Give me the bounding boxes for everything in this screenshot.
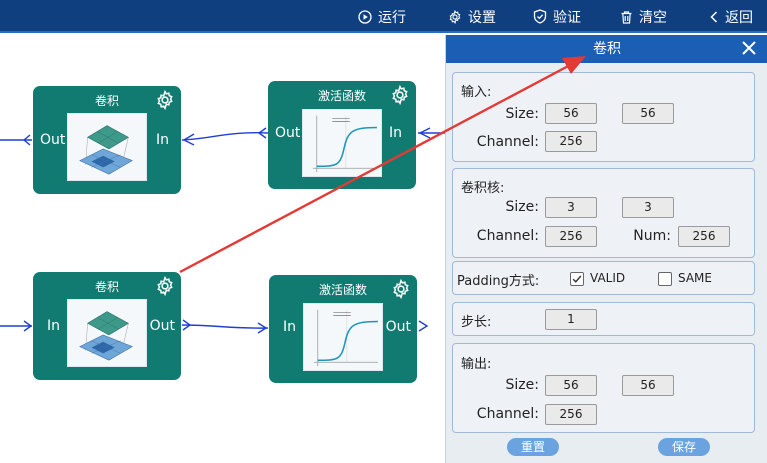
verify-label: 验证 [553,9,581,26]
panel-title: 卷积 [593,41,621,57]
kernel-size-height-field[interactable]: 3 [622,197,674,218]
link-arrow [23,320,33,332]
formula-glyph [332,118,350,122]
link-arrow [418,320,429,332]
close-icon[interactable] [740,39,758,57]
stride-field[interactable]: 1 [545,309,597,330]
link-line [181,131,269,141]
trash-icon [621,10,632,24]
input-group: 输入: Size: 56 56 Channel: 256 [452,72,755,162]
sigmoid-illustration [302,109,382,177]
size-label: Size: [505,377,539,393]
conv-node-top[interactable]: 卷积 Out In [33,86,181,194]
shield-check-icon [533,9,547,24]
clear-button[interactable]: 清空 [620,0,667,33]
port-in[interactable]: In [283,319,297,335]
checkmark-icon [572,275,582,283]
conv-node-bottom[interactable]: 卷积 In Out [33,272,181,380]
input-size-height-field[interactable]: 56 [622,103,674,124]
size-label: Size: [505,199,539,215]
kernel-group-label: 卷积核: [461,181,505,196]
link-arrow [182,319,192,331]
output-size-height-field[interactable]: 56 [622,375,674,396]
kernel-size-width-field[interactable]: 3 [545,197,597,218]
gear-icon [449,9,461,24]
verify-button[interactable]: 验证 [533,0,581,33]
save-button[interactable]: 保存 [658,438,710,456]
panel-header: 卷积 [446,35,767,63]
port-in[interactable]: In [47,318,61,334]
clear-label: 清空 [639,9,667,26]
num-label: Num: [633,228,671,244]
settings-button[interactable]: 设置 [448,0,496,33]
gear-icon[interactable] [155,90,175,110]
run-label: 运行 [378,9,406,26]
port-out[interactable]: Out [385,319,411,335]
output-size-width-field[interactable]: 56 [545,375,597,396]
stride-group: 步长: 1 [452,302,755,336]
kernel-num-field[interactable]: 256 [678,226,730,247]
input-group-label: 输入: [461,85,492,100]
graph-canvas[interactable]: 卷积 Out In 激活函数 Out In 卷积 [0,35,445,463]
valid-checkbox[interactable] [570,272,584,286]
top-toolbar: 运行 设置 验证 清空 返回 [0,0,767,33]
activation-node-bottom[interactable]: 激活函数 In Out [269,275,417,383]
play-icon [358,9,372,24]
gear-icon[interactable] [391,279,411,299]
size-label: Size: [505,106,539,122]
channel-label: Channel: [476,228,539,244]
sigmoid-illustration [303,303,383,371]
back-label: 返回 [725,9,753,26]
port-in[interactable]: In [388,125,402,141]
valid-label: VALID [590,271,626,285]
convolution-illustration [67,113,147,181]
chevron-left-icon [710,10,718,23]
channel-label: Channel: [476,134,539,150]
padding-group: Padding方式: VALID SAME [452,261,755,295]
activation-node-top[interactable]: 激活函数 Out In [268,81,416,189]
gear-icon[interactable] [155,276,175,296]
run-button[interactable]: 运行 [358,0,406,33]
channel-label: Channel: [476,406,539,422]
gear-icon[interactable] [390,85,410,105]
port-in[interactable]: In [155,132,169,148]
kernel-group: 卷积核: Size: 3 3 Channel: 256 Num: 256 [452,168,755,258]
reset-button[interactable]: 重置 [507,438,559,456]
node-title: 卷积 [94,94,119,108]
port-out[interactable]: Out [149,318,175,334]
port-out[interactable]: Out [40,132,66,148]
link-arrow [257,322,268,334]
input-size-width-field[interactable]: 56 [545,103,597,124]
node-title: 卷积 [94,280,119,294]
port-out[interactable]: Out [275,125,301,141]
back-button[interactable]: 返回 [709,0,753,33]
stride-label: 步长: [461,315,492,330]
output-group: 输出: Size: 56 56 Channel: 256 [452,343,755,433]
link-line [181,324,269,329]
output-channel-field[interactable]: 256 [545,404,597,425]
link-arrow [22,134,31,146]
output-group-label: 输出: [461,357,492,372]
formula-glyph [333,312,351,316]
convolution-illustration [67,299,147,367]
input-channel-field[interactable]: 256 [545,131,597,152]
padding-label: Padding方式: [457,274,540,289]
node-title: 激活函数 [318,283,367,297]
settings-label: 设置 [468,9,496,26]
kernel-channel-field[interactable]: 256 [545,226,597,247]
same-checkbox[interactable] [658,272,672,286]
properties-panel: 卷积 输入: Size: 56 56 Channel: 256 卷积核: Siz… [445,35,767,463]
same-label: SAME [678,271,712,285]
